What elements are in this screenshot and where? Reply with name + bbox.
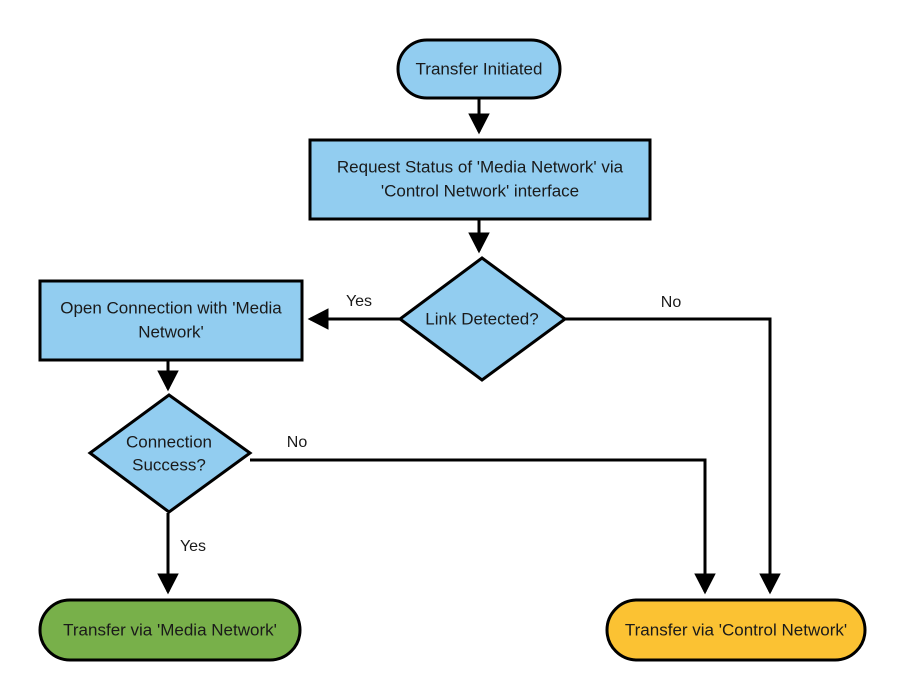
edge-label-connection-success-yes: Yes — [180, 538, 206, 555]
edge-label-connection-success-no: No — [287, 434, 308, 451]
node-open-connection[interactable]: Open Connection with 'Media Network' — [38, 279, 304, 362]
edge-connection-success-no-to-transfer-control — [250, 458, 716, 595]
transfer-initiated-label: Transfer Initiated — [416, 59, 543, 78]
transfer-control-network-shape[interactable] — [605, 598, 867, 662]
connection-success-label-line2: Success? — [132, 455, 206, 474]
transfer-media-network-label: Transfer via 'Media Network' — [63, 620, 277, 639]
edge-label-link-detected-yes: Yes — [346, 293, 372, 310]
node-transfer-initiated[interactable]: Transfer Initiated — [396, 38, 562, 100]
open-connection-label-line1: Open Connection with 'Media — [60, 298, 282, 317]
edge-link-detected-no-to-transfer-control — [565, 317, 781, 595]
request-status-shape[interactable] — [308, 138, 652, 221]
node-connection-success[interactable]: Connection Success? — [87, 393, 253, 514]
connection-success-label-line1: Connection — [126, 432, 212, 451]
transfer-initiated-shape[interactable] — [396, 38, 562, 100]
link-detected-shape[interactable] — [397, 256, 568, 382]
connection-success-shape[interactable] — [87, 393, 253, 514]
transfer-media-network-shape[interactable] — [38, 598, 302, 662]
node-transfer-control-network[interactable]: Transfer via 'Control Network' — [605, 598, 867, 662]
edge-label-link-detected-no: No — [661, 294, 682, 311]
node-request-status[interactable]: Request Status of 'Media Network' via 'C… — [308, 138, 652, 221]
open-connection-shape[interactable] — [38, 279, 304, 362]
request-status-label-line2: 'Control Network' interface — [381, 181, 579, 200]
link-detected-label: Link Detected? — [425, 309, 538, 328]
edge-labels-group: Yes No No Yes — [180, 293, 681, 555]
node-link-detected[interactable]: Link Detected? — [397, 256, 568, 382]
node-transfer-media-network[interactable]: Transfer via 'Media Network' — [38, 598, 302, 662]
request-status-label-line1: Request Status of 'Media Network' via — [337, 157, 624, 176]
edges-group — [157, 98, 781, 595]
transfer-control-network-label: Transfer via 'Control Network' — [625, 620, 847, 639]
open-connection-label-line2: Network' — [138, 322, 204, 341]
